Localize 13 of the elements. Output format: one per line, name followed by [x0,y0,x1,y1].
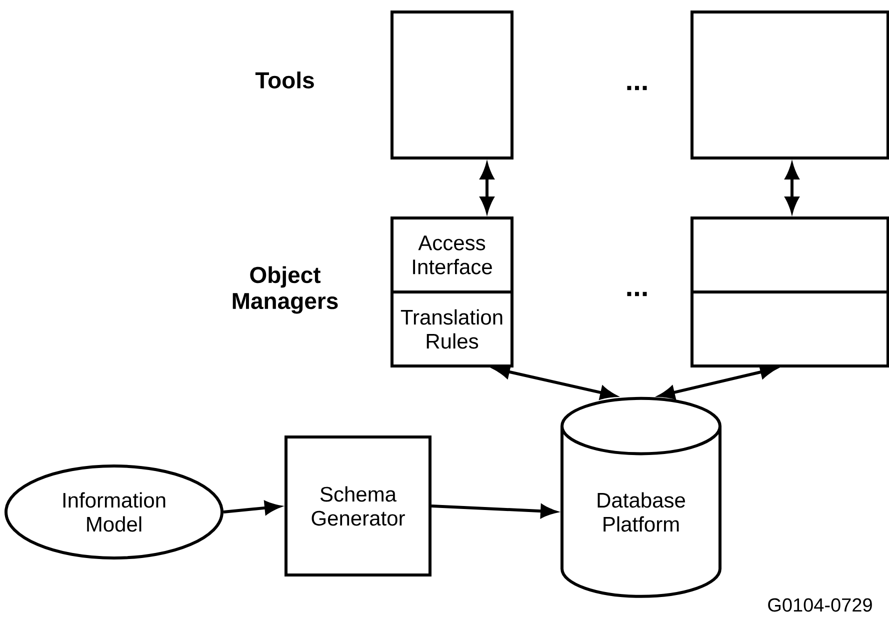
rules-box: Translation Rules [390,290,514,368]
tool-box [690,10,889,160]
rules-box [690,290,889,368]
tool-box [390,10,514,160]
ellipsis: ... [627,86,647,90]
row-label: Object Managers [232,266,338,314]
row-label: Tools [255,72,314,88]
ellipsis: ... [627,292,647,296]
database-cylinder: Database Platform [560,396,722,598]
figure-id: G0104-0729 [768,598,872,612]
generator-box: Schema Generator [284,436,432,576]
interface-box: Access Interface [390,216,514,294]
interface-box [690,216,889,294]
